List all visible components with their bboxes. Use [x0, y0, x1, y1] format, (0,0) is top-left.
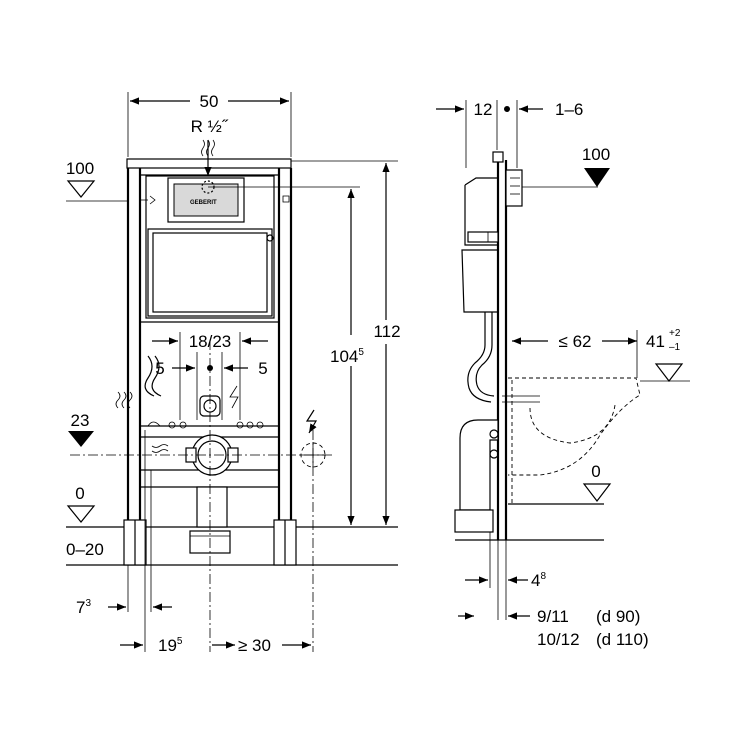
width-dimension: 50: [200, 92, 219, 111]
power-cable-icon: [229, 385, 239, 409]
side-level-top-label: 100: [582, 145, 610, 164]
drain-assembly: [144, 355, 264, 554]
min-clearance-dimension: ≥ 30: [238, 636, 271, 655]
pipe-offset-dimension: 48: [531, 571, 546, 590]
water-connection-label: R ½˝: [191, 117, 229, 136]
pipe-range-d90-dimension: 9/11: [537, 607, 569, 626]
spacing-right-dimension: 5: [258, 359, 267, 378]
level-marker-open: [66, 180, 96, 198]
water-supply-icon: [115, 391, 133, 409]
drain-bend-side: [459, 419, 499, 511]
front-view: GEBERIT: [66, 92, 401, 655]
seat-height-tolerance-minus: –1: [669, 342, 681, 353]
level-marker-open: [654, 363, 684, 382]
offset-left-dimension: 73: [76, 598, 91, 617]
bowl-projection-dimension: ≤ 62: [559, 332, 592, 351]
water-wave-icon: [151, 444, 169, 453]
pipe-label-d110: (d 110): [596, 630, 649, 649]
distance-pair-dimension: 18/23: [189, 332, 232, 351]
depth-frame-dimension: 12: [474, 100, 493, 119]
level-top-label: 100: [66, 159, 94, 178]
level-marker-filled: [584, 168, 610, 187]
offset-drain-dimension: 195: [158, 636, 183, 655]
water-inlet-icon: [201, 139, 215, 176]
frame-side: [461, 151, 523, 540]
side-level-floor-label: 0: [591, 462, 600, 481]
level-mid-label: 23: [71, 411, 90, 430]
height-inner-dimension: 1045: [330, 347, 364, 366]
cistern: GEBERIT: [140, 175, 290, 319]
level-marker-open: [582, 483, 612, 502]
height-total-dimension: 112: [373, 322, 400, 341]
pipe-range-d110-dimension: 10/12: [537, 630, 580, 649]
spacing-left-dimension: 5: [155, 359, 164, 378]
level-marker-filled: [68, 431, 94, 447]
side-view: 12 1–6 100 ≤ 62 41 +2 –1 0 48 9/11 (d 90…: [436, 100, 690, 649]
floor-range-label: 0–20: [66, 540, 104, 559]
level-floor-label: 0: [75, 484, 84, 503]
pipe-label-d90: (d 90): [596, 607, 640, 626]
brand-mark: GEBERIT: [190, 200, 217, 206]
seat-height-tolerance-plus: +2: [669, 328, 681, 339]
level-marker-open: [66, 505, 96, 523]
seat-height-dimension: 41: [646, 332, 665, 351]
toilet-bowl-outline: [508, 377, 641, 476]
flush-pipe: [467, 312, 492, 403]
wall-gap-dimension: 1–6: [555, 100, 583, 119]
